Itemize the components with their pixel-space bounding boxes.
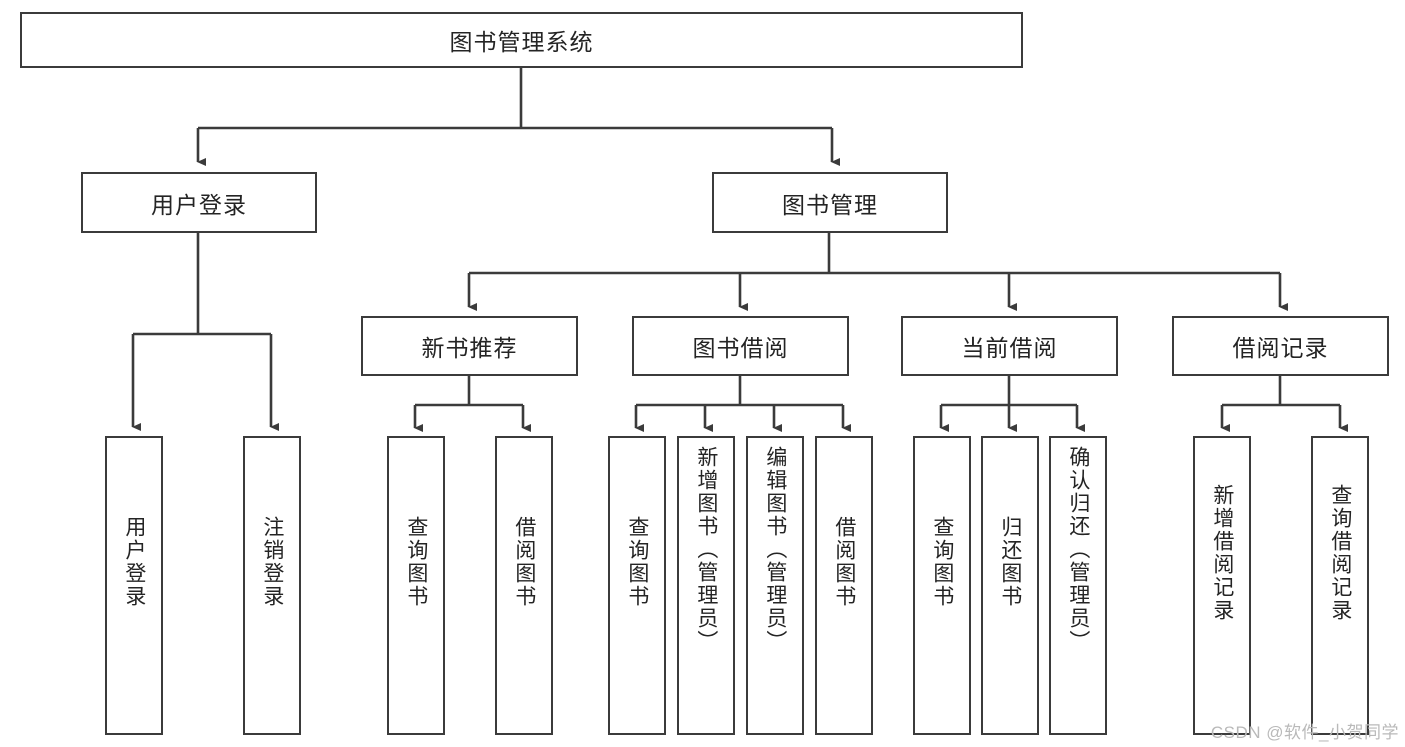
leaf-book-borrow-borrow-book[interactable]: 借阅图书 <box>815 436 873 735</box>
leaf-current-borrow-return-book[interactable]: 归还图书 <box>981 436 1039 735</box>
node-label: 图书管理 <box>782 191 878 218</box>
leaf-borrow-record-add-record[interactable]: 新增借阅记录 <box>1193 436 1251 735</box>
node-label: 用户登录 <box>151 191 247 218</box>
node-book-borrow[interactable]: 图书借阅 <box>632 316 849 376</box>
watermark-text: CSDN @软件_小贺同学 <box>1210 723 1399 742</box>
node-label: 借阅记录 <box>1232 335 1329 361</box>
node-label: 新增图书（管理员） <box>694 446 718 653</box>
node-label: 图书借阅 <box>692 335 789 361</box>
node-label: 新书推荐 <box>421 335 518 361</box>
node-label: 查询借阅记录 <box>1328 484 1352 622</box>
node-label: 新增借阅记录 <box>1210 484 1234 622</box>
leaf-book-borrow-query-book[interactable]: 查询图书 <box>608 436 666 735</box>
leaf-current-borrow-confirm-return-admin[interactable]: 确认归还（管理员） <box>1049 436 1107 735</box>
node-label: 借阅图书 <box>512 516 536 608</box>
leaf-book-borrow-add-book-admin[interactable]: 新增图书（管理员） <box>677 436 735 735</box>
node-book-management[interactable]: 图书管理 <box>712 172 948 233</box>
node-label: 确认归还（管理员） <box>1066 446 1090 653</box>
leaf-user-login-login[interactable]: 用户登录 <box>105 436 163 735</box>
node-user-login[interactable]: 用户登录 <box>81 172 317 233</box>
leaf-new-book-query-book[interactable]: 查询图书 <box>387 436 445 735</box>
node-root-system[interactable]: 图书管理系统 <box>20 12 1023 68</box>
node-label: 图书管理系统 <box>449 29 594 55</box>
node-new-book-recommend[interactable]: 新书推荐 <box>361 316 578 376</box>
leaf-user-login-logout[interactable]: 注销登录 <box>243 436 301 735</box>
node-label: 注销登录 <box>260 516 284 608</box>
leaf-current-borrow-query-book[interactable]: 查询图书 <box>913 436 971 735</box>
leaf-book-borrow-edit-book-admin[interactable]: 编辑图书（管理员） <box>746 436 804 735</box>
leaf-borrow-record-query-record[interactable]: 查询借阅记录 <box>1311 436 1369 735</box>
node-label: 编辑图书（管理员） <box>763 446 787 653</box>
node-label: 查询图书 <box>625 516 649 608</box>
node-label: 借阅图书 <box>832 516 856 608</box>
node-borrow-record[interactable]: 借阅记录 <box>1172 316 1389 376</box>
node-label: 查询图书 <box>404 516 428 608</box>
leaf-new-book-borrow-book[interactable]: 借阅图书 <box>495 436 553 735</box>
node-label: 查询图书 <box>930 516 954 608</box>
node-label: 用户登录 <box>122 516 146 608</box>
node-current-borrow[interactable]: 当前借阅 <box>901 316 1118 376</box>
node-label: 当前借阅 <box>961 335 1058 361</box>
node-label: 归还图书 <box>998 516 1022 608</box>
